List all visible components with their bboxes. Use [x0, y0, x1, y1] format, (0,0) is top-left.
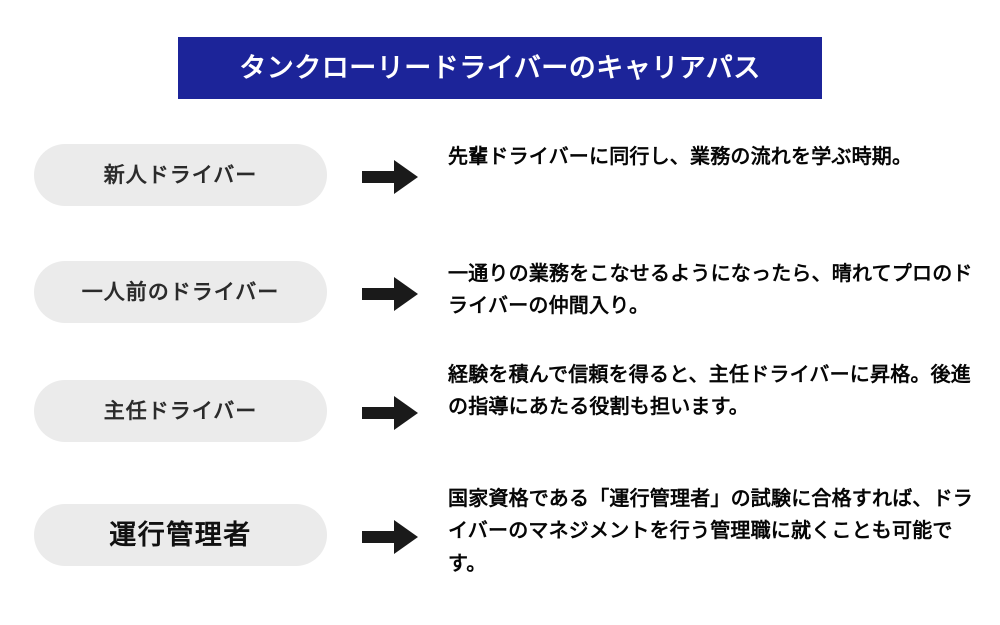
career-step-row: 一人前のドライバー 一通りの業務をこなせるようになったら、晴れてプロのドライバー… — [0, 247, 1000, 362]
stage-label: 新人ドライバー — [103, 163, 258, 187]
career-path-list: 新人ドライバー 先輩ドライバーに同行し、業務の流れを学ぶ時期。 一人前のドライバ… — [0, 132, 1000, 602]
stage-description: 経験を積んで信頼を得ると、主任ドライバーに昇格。後進の指導にあたる役割も担います… — [448, 364, 971, 419]
career-step-row: 運行管理者 国家資格である「運行管理者」の試験に合格すれば、ドライバーのマネジメ… — [0, 482, 1000, 602]
stage-pill-0[interactable]: 新人ドライバー — [34, 144, 327, 206]
stage-description: 国家資格である「運行管理者」の試験に合格すれば、ドライバーのマネジメントを行う管… — [448, 488, 973, 575]
stage-description: 先輩ドライバーに同行し、業務の流れを学ぶ時期。 — [448, 146, 913, 168]
stage-label: 一人前のドライバー — [81, 280, 280, 304]
stage-label: 運行管理者 — [109, 519, 252, 550]
page-title: タンクローリードライバーのキャリアパス — [239, 52, 761, 83]
career-step-row: 主任ドライバー 経験を積んで信頼を得ると、主任ドライバーに昇格。後進の指導にあた… — [0, 362, 1000, 482]
stage-pill-2[interactable]: 主任ドライバー — [34, 380, 327, 442]
right-arrow-icon — [360, 158, 420, 196]
stage-pill-3[interactable]: 運行管理者 — [34, 504, 327, 566]
stage-label: 主任ドライバー — [103, 399, 258, 423]
right-arrow-icon — [360, 275, 420, 313]
career-step-row: 新人ドライバー 先輩ドライバーに同行し、業務の流れを学ぶ時期。 — [0, 132, 1000, 247]
title-banner: タンクローリードライバーのキャリアパス — [178, 37, 822, 99]
right-arrow-icon — [360, 394, 420, 432]
stage-description: 一通りの業務をこなせるようになったら、晴れてプロのドライバーの仲間入り。 — [448, 263, 973, 318]
stage-pill-1[interactable]: 一人前のドライバー — [34, 261, 327, 323]
right-arrow-icon — [360, 518, 420, 556]
